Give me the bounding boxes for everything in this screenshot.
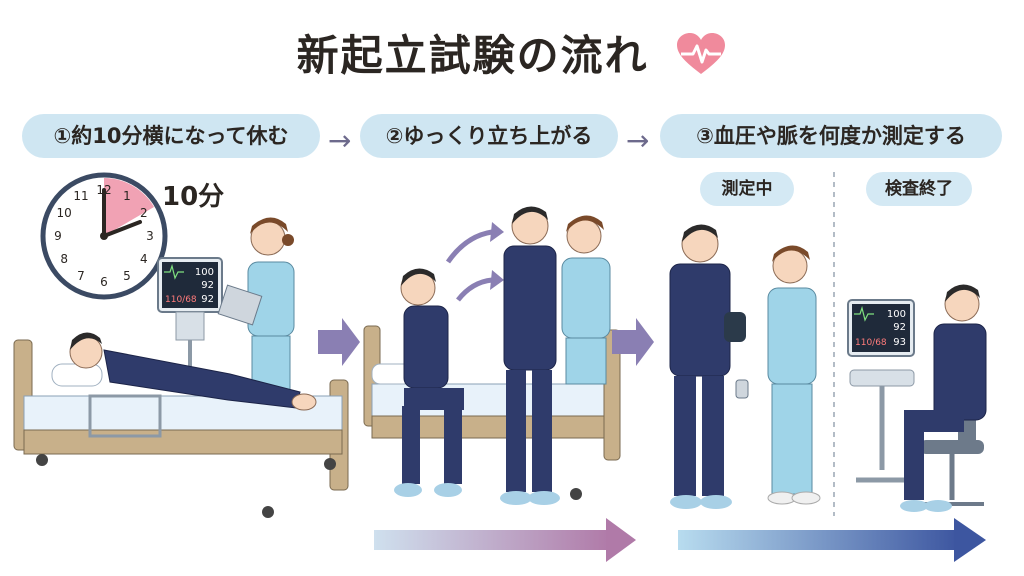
clock-number-1: 1 — [123, 189, 131, 203]
monitor-1-value-4: 92 — [201, 294, 214, 305]
bottom-progress-arrow-2 — [678, 518, 986, 562]
step-arrow-2: → — [626, 124, 650, 157]
clock-number-2: 2 — [140, 206, 148, 220]
nurse-figure-1 — [217, 217, 295, 395]
step-arrow-1: → — [328, 124, 352, 157]
rise-arrow-2 — [456, 277, 493, 302]
finished-label: 検査終了 — [885, 179, 953, 199]
rise-arrow-1 — [445, 229, 493, 264]
bottom-progress-arrow-1 — [374, 518, 636, 562]
clock-number-9: 9 — [54, 229, 62, 243]
step-2-label: ②ゆっくり立ち上がる — [385, 124, 593, 148]
clock-number-10: 10 — [57, 206, 72, 220]
sitting-patient — [394, 268, 464, 497]
step-3-pill: ③血圧や脈を何度か測定する — [660, 114, 1002, 158]
monitor-2-value-4: 93 — [893, 337, 906, 348]
finished-pill: 検査終了 — [866, 172, 972, 206]
lying-patient — [69, 332, 317, 411]
nurse-figure-3 — [767, 245, 821, 505]
standing-patient-3 — [669, 224, 749, 509]
measuring-label: 測定中 — [721, 179, 773, 199]
clock-number-8: 8 — [60, 252, 68, 266]
step-1-pill: ①約10分横になって休む — [22, 114, 320, 158]
flow-arrow-1 — [318, 318, 360, 366]
vital-monitor-1: 100 92 110/68 92 — [157, 257, 223, 372]
monitor-1-value-1: 100 — [195, 267, 214, 278]
page-title: 新起立試験の流れ — [0, 22, 1024, 86]
measuring-pill: 測定中 — [700, 172, 794, 206]
heart-pulse-icon — [675, 32, 727, 86]
timer-label: 10分 — [162, 182, 225, 212]
clock-number-7: 7 — [77, 269, 85, 283]
title-text: 新起立試験の流れ — [296, 31, 649, 80]
monitor-1-value-3: 110/68 — [165, 295, 197, 305]
monitor-2-value-3: 110/68 — [855, 338, 887, 348]
clock-number-5: 5 — [123, 269, 131, 283]
clock-number-4: 4 — [140, 252, 148, 266]
vital-monitor-2: 100 92 110/68 93 — [847, 299, 915, 483]
step-2-pill: ②ゆっくり立ち上がる — [360, 114, 618, 158]
clock-number-11: 11 — [73, 189, 88, 203]
seated-patient — [900, 284, 987, 512]
flow-arrow-2 — [612, 318, 654, 366]
monitor-2-value-1: 100 — [887, 309, 906, 320]
standing-patient-2 — [500, 206, 560, 505]
clock-number-3: 3 — [146, 229, 154, 243]
monitor-2-value-2: 92 — [893, 322, 906, 333]
clock-number-6: 6 — [100, 275, 108, 289]
nurse-figure-2 — [561, 215, 611, 385]
step-3-label: ③血圧や脈を何度か測定する — [696, 124, 966, 148]
clock-number-12: 12 — [96, 183, 111, 197]
monitor-1-value-2: 92 — [201, 280, 214, 291]
clock-icon — [40, 172, 168, 300]
step-1-label: ①約10分横になって休む — [53, 124, 289, 148]
